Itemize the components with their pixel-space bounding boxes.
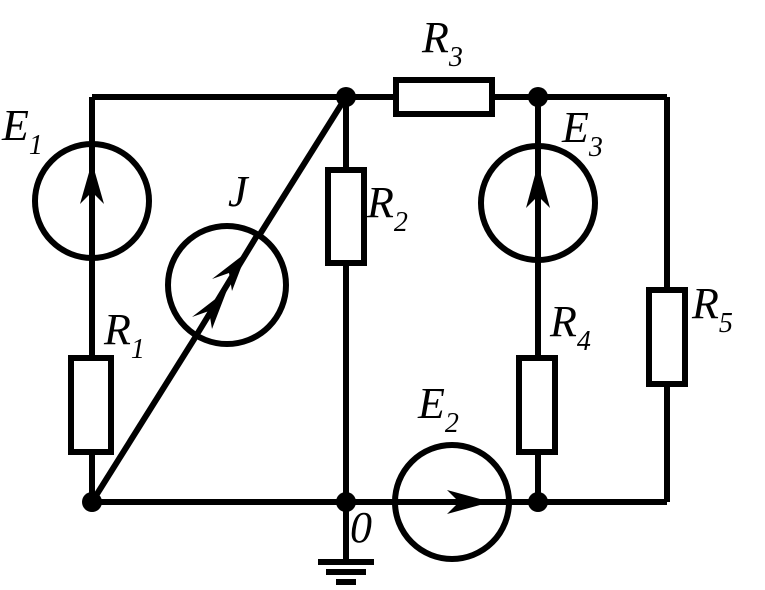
- label-r4: R4: [549, 297, 591, 357]
- label-j: J: [228, 167, 250, 216]
- label-e3: E3: [561, 103, 603, 163]
- resistor-r1: [68, 355, 114, 455]
- source-e3: [478, 143, 598, 263]
- label-e2: E2: [417, 379, 459, 439]
- arrow-diagonal-icon: [212, 252, 247, 291]
- source-e1: [32, 141, 152, 261]
- node-dot: [336, 87, 356, 107]
- source-e2: [392, 442, 512, 562]
- arrow-right-icon: [447, 490, 491, 514]
- label-ground-node: 0: [350, 503, 372, 552]
- resistor-r4: [516, 355, 558, 455]
- label-r3: R3: [421, 13, 463, 73]
- label-r1: R1: [103, 305, 145, 365]
- resistor-r3: [393, 77, 495, 117]
- resistor-r2: [325, 167, 367, 266]
- node-dot: [82, 492, 102, 512]
- label-r5: R5: [691, 279, 733, 339]
- source-j: [165, 223, 289, 347]
- arrow-diagonal-icon: [192, 290, 227, 329]
- arrow-up-icon: [526, 164, 550, 208]
- node-dot: [528, 87, 548, 107]
- nodes: [82, 87, 548, 512]
- ground-icon: [318, 559, 374, 585]
- label-e1: E1: [1, 101, 43, 161]
- node-dot: [528, 492, 548, 512]
- arrow-up-icon: [80, 162, 104, 204]
- label-r2: R2: [366, 178, 408, 238]
- resistor-r5: [646, 287, 688, 387]
- node-dot: [336, 492, 356, 512]
